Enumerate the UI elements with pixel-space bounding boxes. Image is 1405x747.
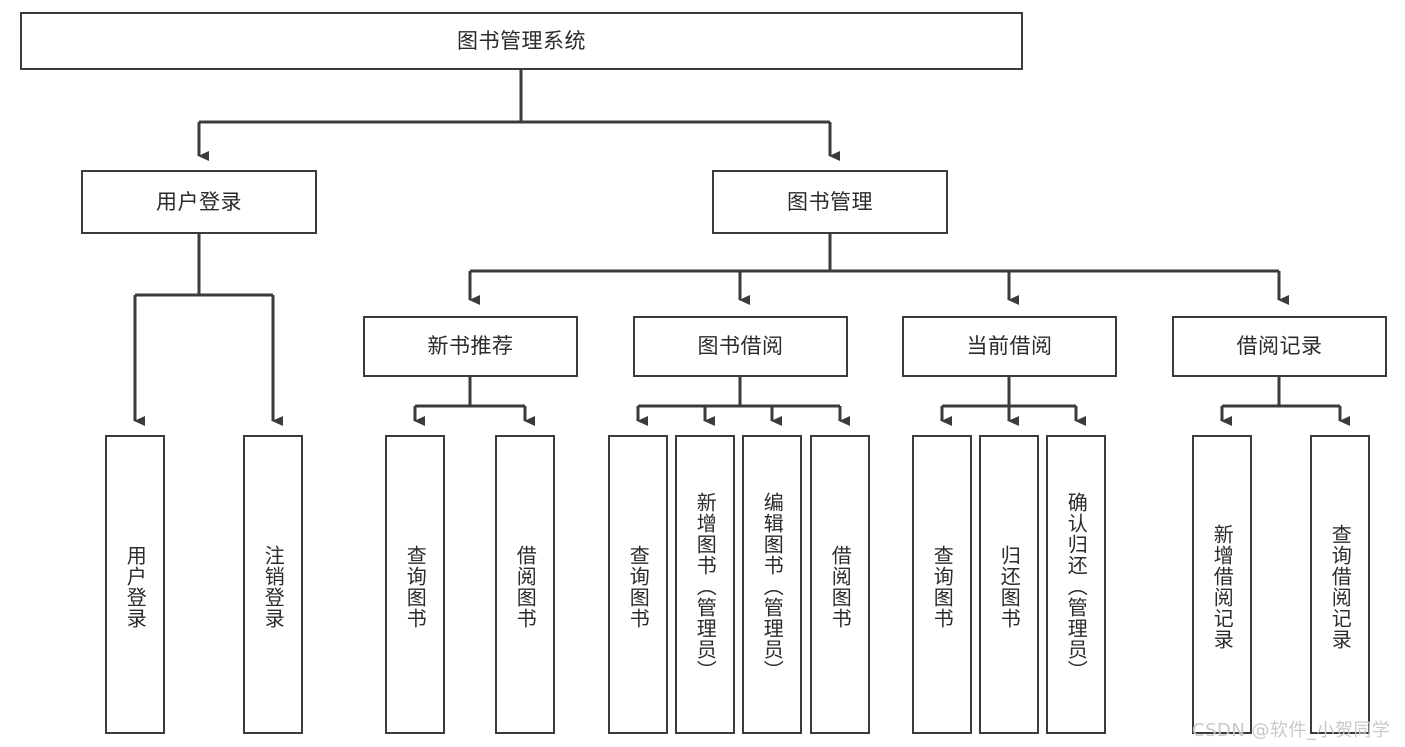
node-new-book-recommend[interactable]: 新书推荐	[363, 316, 578, 377]
leaf-user-login-2[interactable]: 注销登录	[243, 435, 303, 734]
leaf-new-book-recommend-2[interactable]: 借阅图书	[495, 435, 555, 734]
leaf-book-borrow-2[interactable]: 新增图书（管理员）	[675, 435, 735, 734]
leaf-current-borrow-2-label: 归还图书	[997, 544, 1022, 629]
leaf-book-borrow-1[interactable]: 查询图书	[608, 435, 668, 734]
node-borrow-record-label: 借阅记录	[1236, 334, 1323, 359]
leaf-borrow-record-1-label: 新增借阅记录	[1210, 523, 1235, 650]
leaf-book-borrow-4-label: 借阅图书	[828, 544, 853, 629]
node-root-label: 图书管理系统	[457, 28, 586, 53]
node-user-login-label: 用户登录	[156, 189, 242, 214]
leaf-user-login-2-label: 注销登录	[261, 544, 286, 629]
leaf-current-borrow-1-label: 查询图书	[930, 544, 955, 629]
leaf-new-book-recommend-1-label: 查询图书	[403, 544, 428, 629]
leaf-new-book-recommend-2-label: 借阅图书	[513, 544, 538, 629]
node-borrow-record[interactable]: 借阅记录	[1172, 316, 1387, 377]
node-root-book-management-system[interactable]: 图书管理系统	[20, 12, 1023, 70]
leaf-user-login-1[interactable]: 用户登录	[105, 435, 165, 734]
leaf-user-login-1-label: 用户登录	[123, 544, 148, 629]
leaf-current-borrow-1[interactable]: 查询图书	[912, 435, 972, 734]
leaf-borrow-record-2-label: 查询借阅记录	[1328, 523, 1353, 650]
leaf-book-borrow-1-label: 查询图书	[626, 544, 651, 629]
leaf-book-borrow-2-label: 新增图书（管理员）	[693, 492, 718, 681]
node-current-borrow[interactable]: 当前借阅	[902, 316, 1117, 377]
node-book-borrow-label: 图书借阅	[697, 334, 784, 359]
leaf-book-borrow-3[interactable]: 编辑图书（管理员）	[742, 435, 802, 734]
node-book-borrow[interactable]: 图书借阅	[633, 316, 848, 377]
node-current-borrow-label: 当前借阅	[966, 334, 1053, 359]
node-book-management[interactable]: 图书管理	[712, 170, 948, 234]
csdn-watermark: CSDN @软件_小贺同学	[1192, 720, 1391, 741]
leaf-current-borrow-3-label: 确认归还（管理员）	[1064, 492, 1089, 681]
node-book-management-label: 图书管理	[787, 189, 873, 214]
node-new-book-recommend-label: 新书推荐	[427, 334, 514, 359]
leaf-current-borrow-3[interactable]: 确认归还（管理员）	[1046, 435, 1106, 734]
leaf-current-borrow-2[interactable]: 归还图书	[979, 435, 1039, 734]
leaf-book-borrow-3-label: 编辑图书（管理员）	[760, 492, 785, 681]
node-user-login[interactable]: 用户登录	[81, 170, 317, 234]
leaf-borrow-record-2[interactable]: 查询借阅记录	[1310, 435, 1370, 734]
leaf-book-borrow-4[interactable]: 借阅图书	[810, 435, 870, 734]
leaf-new-book-recommend-1[interactable]: 查询图书	[385, 435, 445, 734]
leaf-borrow-record-1[interactable]: 新增借阅记录	[1192, 435, 1252, 734]
